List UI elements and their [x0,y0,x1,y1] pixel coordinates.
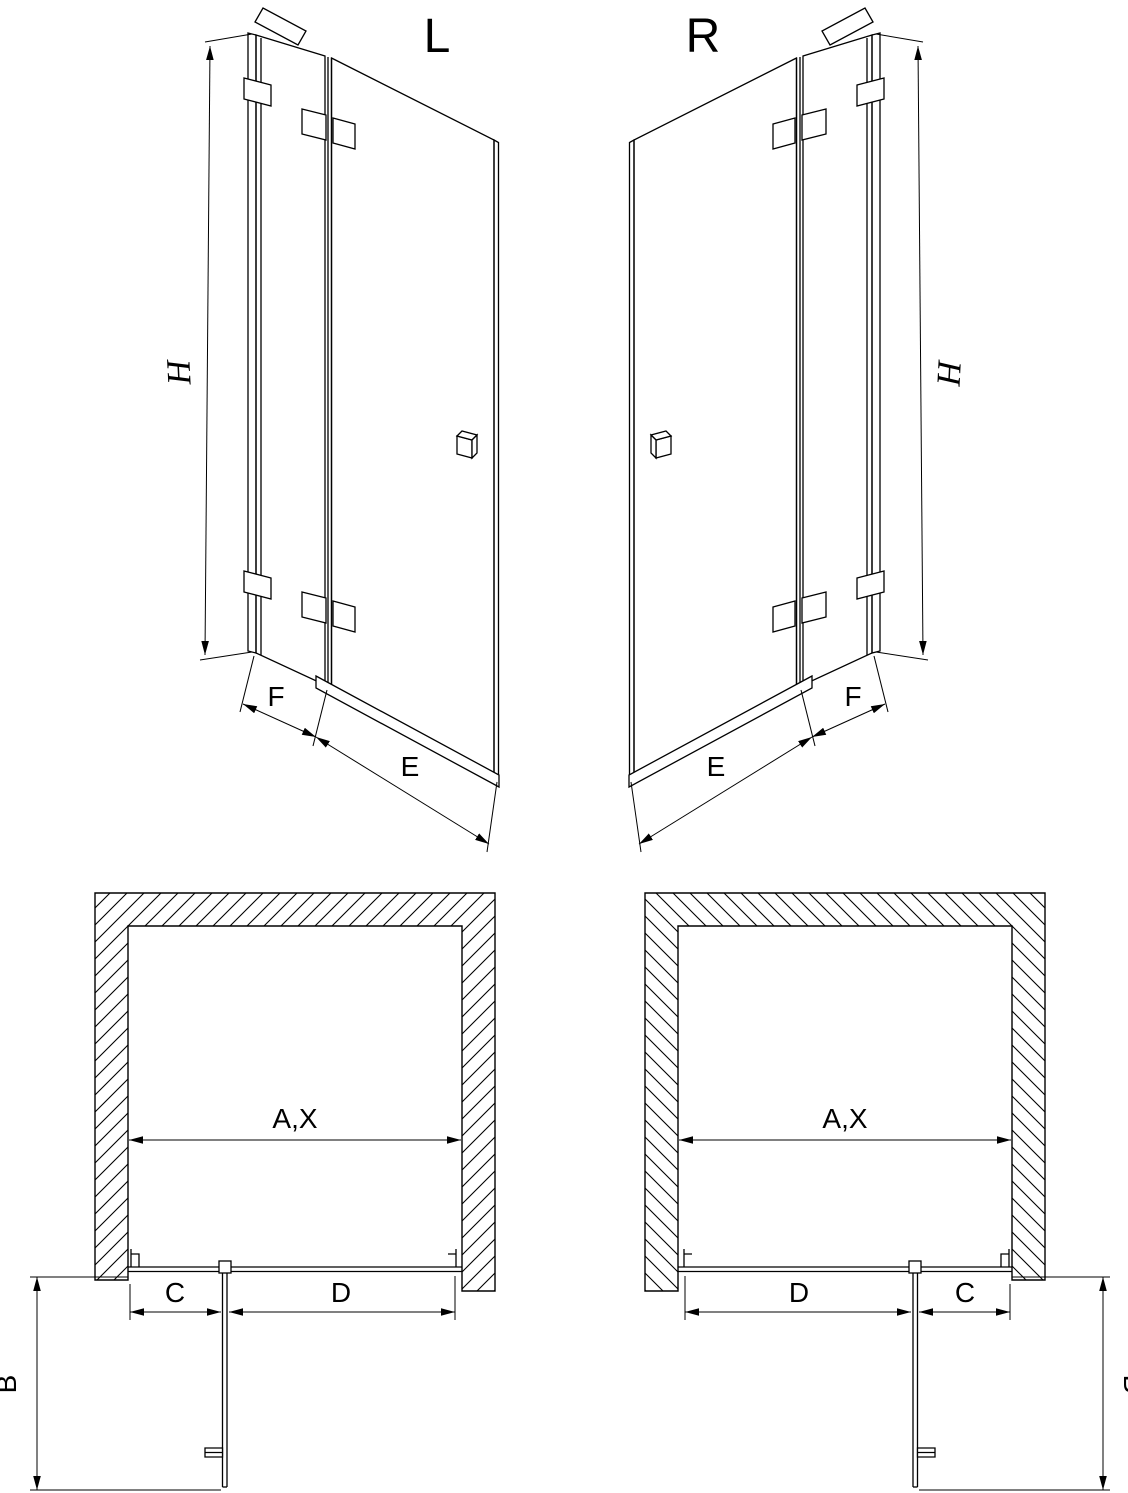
dim-label-door-right: E [707,751,726,782]
dim-label-fixed-plan-right: C [955,1277,975,1308]
dim-label-fixed-left: F [267,681,284,712]
dim-label-opening-left: A,X [272,1103,317,1134]
dim-label-fixed-right: F [844,681,861,712]
view-label-left: L [424,10,451,63]
dim-label-door-plan-right: D [789,1277,809,1308]
door-perspective-left [200,8,499,852]
dim-label-depth-left: B [0,1375,22,1394]
dim-label-door-left: E [401,751,420,782]
dim-label-height-left: H [160,357,198,387]
plan-view-left [30,893,495,1490]
door-perspective-right [629,8,928,852]
dim-label-depth-right: B [1118,1375,1128,1394]
dim-label-height-right: H [929,358,967,388]
dim-label-fixed-plan-left: C [165,1277,185,1308]
view-label-right: R [686,10,721,63]
dim-label-opening-right: A,X [822,1103,867,1134]
dim-label-door-plan-left: D [331,1277,351,1308]
plan-view-right [645,893,1110,1490]
